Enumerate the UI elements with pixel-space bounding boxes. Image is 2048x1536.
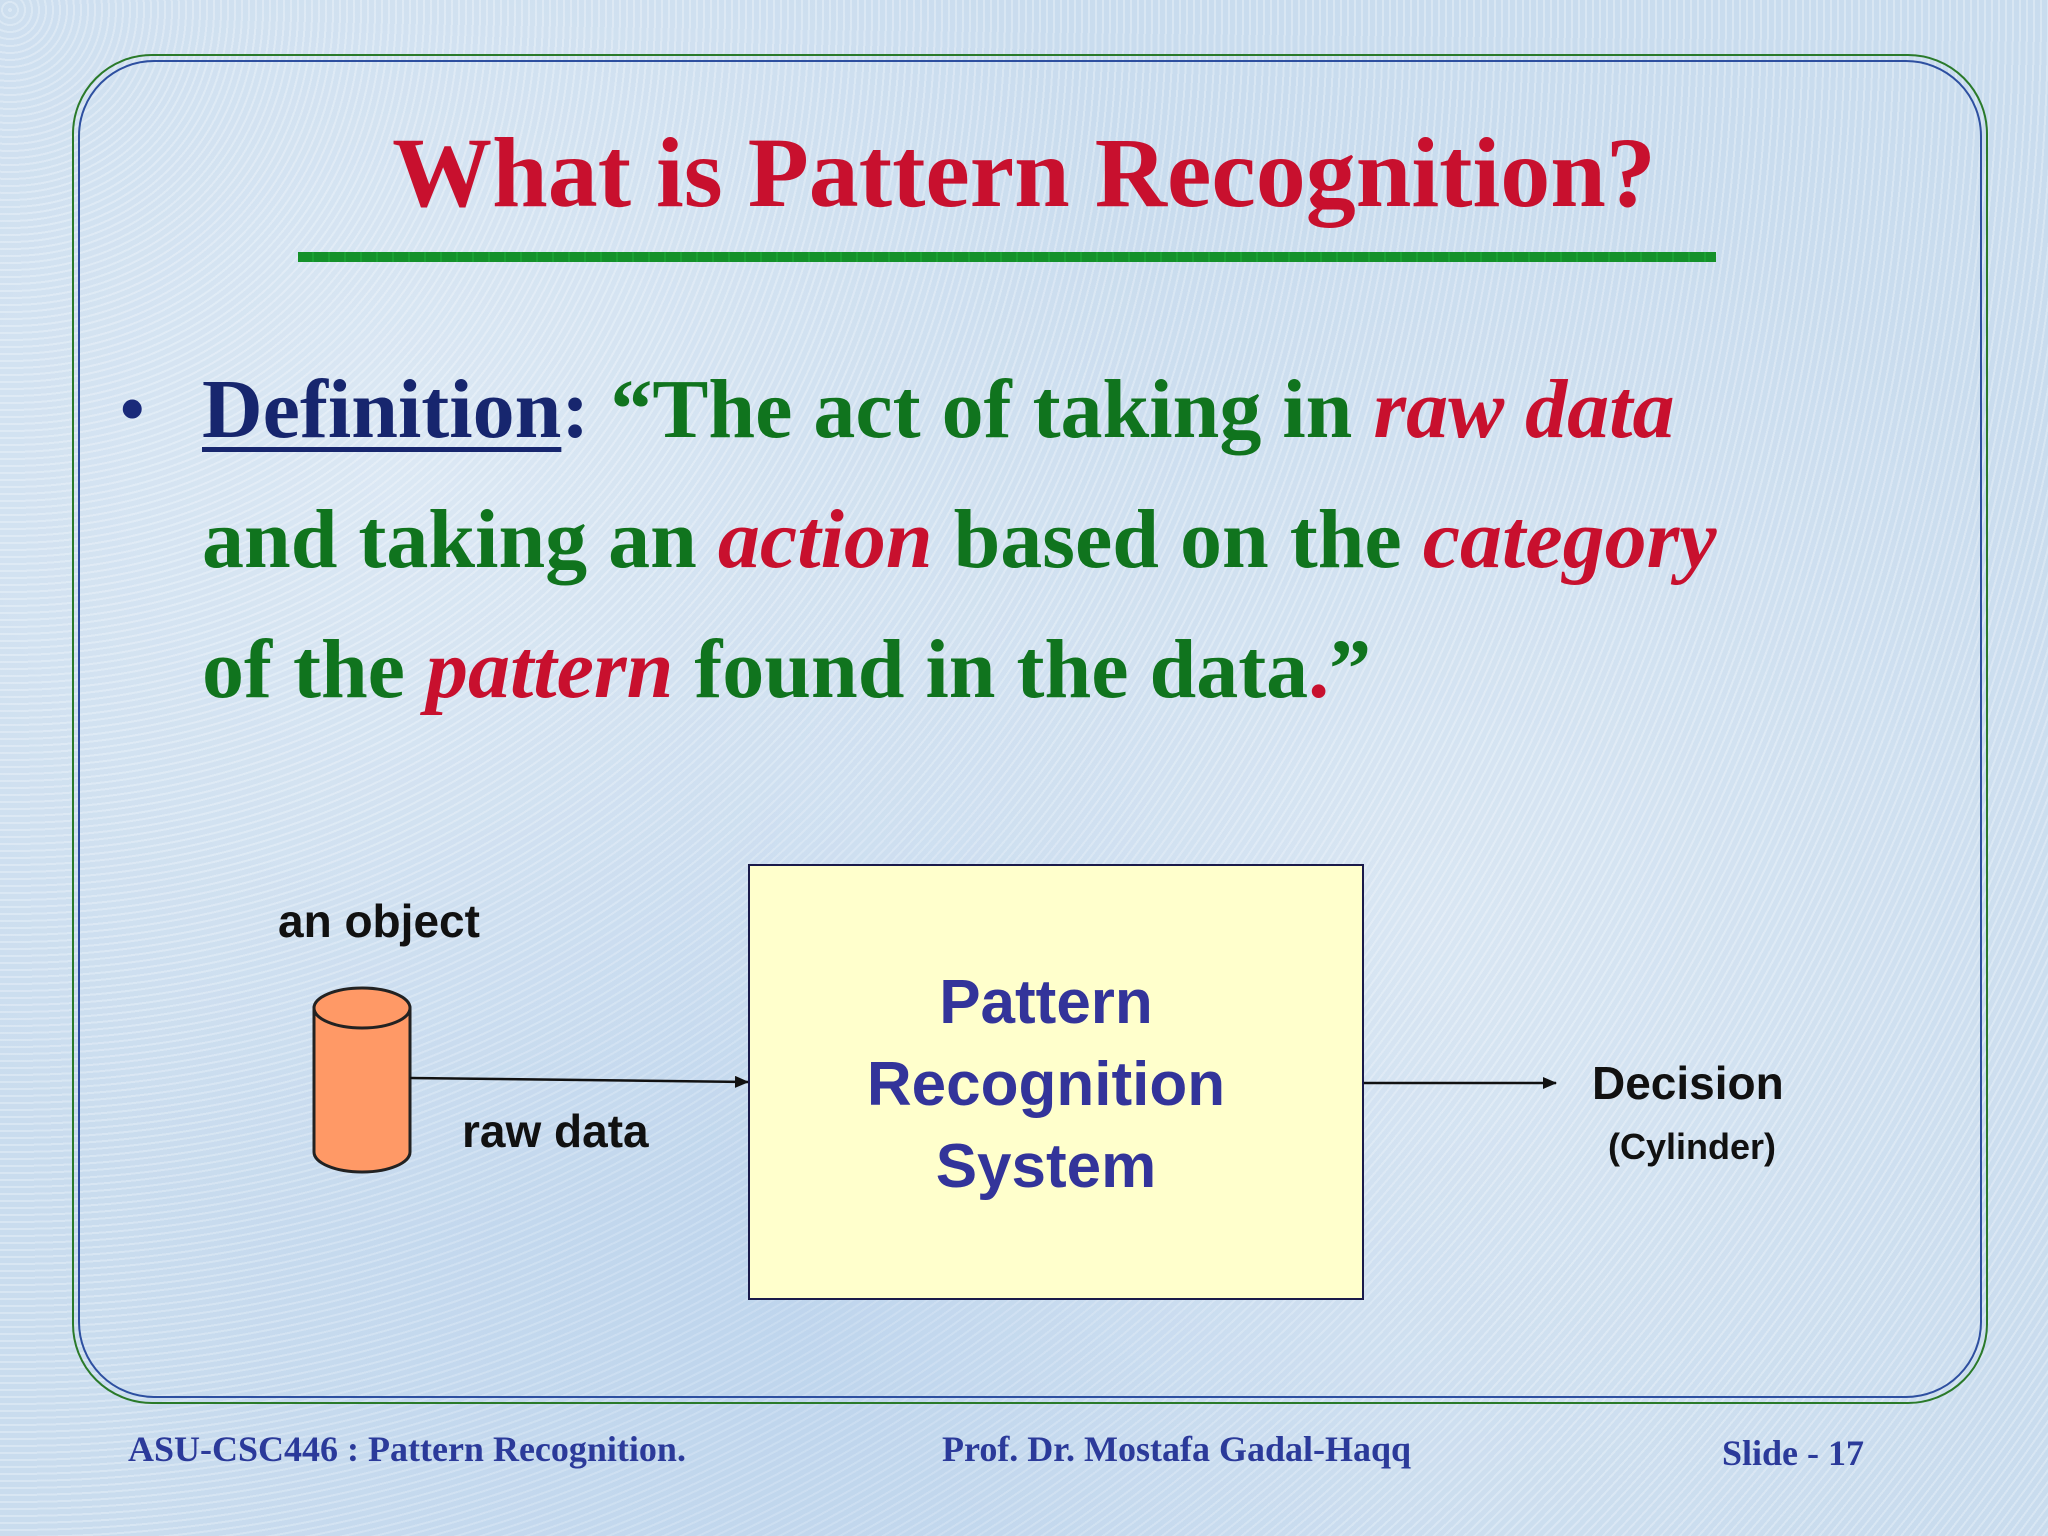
slide-border-inner [78, 60, 1982, 1398]
pattern-recognition-system-box [748, 864, 1364, 1300]
definition-text-3: based on the [932, 493, 1423, 586]
definition-body: Definition: “The act of taking in raw da… [202, 345, 1900, 735]
definition-text-5: found in the data [673, 623, 1309, 716]
system-label-line: System [935, 1132, 1157, 1201]
slide-border-outer [72, 54, 1988, 1404]
input-arrow [409, 1075, 749, 1088]
definition-quote-close: ” [1329, 623, 1372, 716]
object-label: an object [278, 895, 480, 947]
cylinder-icon [312, 986, 412, 1174]
definition-label: Definition [202, 363, 562, 456]
definition-text-4: of the [202, 623, 426, 716]
raw-data-label: raw data [462, 1105, 649, 1157]
term-pattern: pattern [425, 623, 674, 716]
slide-title: What is Pattern Recognition? [392, 117, 1656, 228]
definition-paragraph: • Definition: “The act of taking in raw … [120, 345, 1900, 735]
term-raw-data: raw data [1373, 363, 1675, 456]
system-label: Pattern Recognition System [748, 962, 1344, 1208]
title-underline [298, 252, 1716, 262]
definition-text-2: and taking an [202, 493, 718, 586]
definition-text-1: “The act of taking in [589, 363, 1374, 456]
system-label-line: Recognition [866, 1050, 1226, 1119]
footer-course: ASU-CSC446 : Pattern Recognition. [128, 1429, 686, 1469]
footer-author: Prof. Dr. Mostafa Gadal-Haqq [942, 1429, 1412, 1469]
definition-colon: : [561, 363, 590, 456]
term-category: category [1422, 493, 1717, 586]
definition-period: . [1308, 623, 1330, 716]
bullet-marker: • [120, 371, 145, 448]
system-label-line: Pattern [939, 968, 1153, 1037]
footer-slide-number: Slide - 17 [1722, 1433, 1865, 1473]
decision-value: (Cylinder) [1608, 1126, 1777, 1167]
term-action: action [717, 493, 933, 586]
decision-label: Decision [1592, 1057, 1784, 1109]
